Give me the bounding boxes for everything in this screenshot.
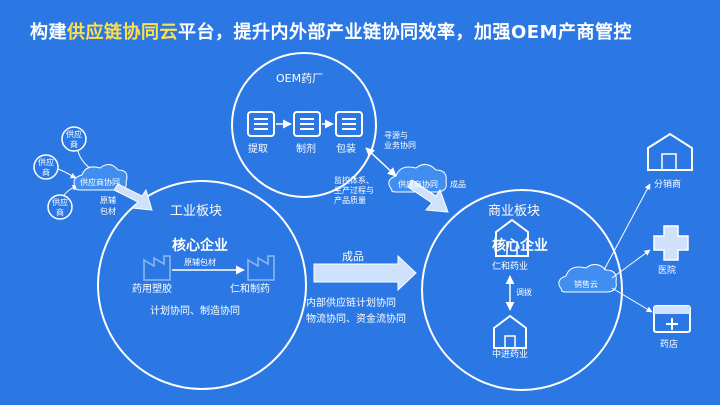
output-distributor-label: 分销商	[654, 180, 682, 190]
commercial-transfer: 调拨	[516, 288, 532, 297]
oem-step-icon-1	[247, 111, 275, 137]
industrial-right-company: 仁和制药	[230, 284, 270, 295]
oem-step-3: 包装	[336, 144, 356, 155]
industrial-to-commercial-arrow	[313, 254, 417, 292]
supplier-to-industrial-arrow	[113, 183, 153, 211]
material-flow-label: 原辅包材	[184, 258, 216, 267]
commercial-house-icon-top	[495, 218, 529, 257]
supplier-link-2	[57, 168, 77, 179]
supplier-node-2-label: 供应商	[38, 158, 54, 177]
commercial-core: 核心企业	[492, 238, 548, 254]
oem-finished-label: 成品	[450, 180, 466, 189]
material-label-2: 包材	[100, 207, 116, 216]
supplier-node-3	[47, 194, 73, 220]
factory-icon-right	[247, 255, 275, 281]
oem-step-1: 提取	[248, 144, 268, 155]
industrial-left-company: 药用塑胶	[132, 284, 172, 295]
title-suffix: 平台，提升内外部产业链协同效率，加强OEM产商管控	[178, 22, 633, 43]
commercial-circle	[421, 189, 623, 391]
page-title: 构建供应链协同云平台，提升内外部产业链协同效率，加强OEM产商管控	[30, 18, 720, 44]
supplier-node-1	[61, 126, 87, 152]
oem-supplier-double-arrow	[365, 147, 397, 177]
sales-cloud-icon	[558, 264, 617, 293]
oem-left-note-2: 生产过程与	[334, 186, 374, 195]
material-label-1: 原辅	[100, 196, 116, 205]
title-highlight: 供应链协同云	[67, 22, 178, 43]
supplier-node-1-label: 供应商	[66, 130, 82, 149]
oem-left-note-1: 监控体系、	[334, 176, 374, 185]
commercial-bottom-company: 中进药业	[492, 350, 529, 360]
industrial-circle	[97, 180, 307, 390]
oem-step-icon-3	[335, 111, 363, 137]
output-pharmacy-label: 药店	[660, 340, 679, 350]
commercial-label: 商业板块	[488, 204, 541, 219]
oem-step-2: 制剂	[296, 144, 316, 155]
industrial-core: 核心企业	[172, 238, 228, 254]
center-supplier-cloud-label: 供应商协同	[398, 180, 438, 189]
output-hospital-label: 医院	[658, 266, 677, 276]
commercial-top-company: 仁和药业	[492, 262, 529, 272]
center-supplier-cloud-icon	[388, 164, 447, 193]
oem-right-note-2: 业务协同	[384, 141, 416, 150]
oem-right-note-1: 寻源与	[384, 131, 408, 140]
house-icon	[647, 132, 693, 171]
sales-cloud-label: 销售云	[574, 280, 598, 289]
supplier-node-2	[33, 154, 59, 180]
industrial-collab: 计划协同、制造协同	[150, 306, 240, 317]
supplier-cloud-label: 供应商协同	[80, 178, 120, 187]
oem-left-note-3: 产品质量	[334, 196, 366, 205]
oem-circle	[231, 52, 377, 198]
oem-label: OEM药厂	[276, 72, 324, 85]
pharmacy-icon	[653, 305, 691, 333]
sales-to-pharmacy-line	[611, 287, 653, 313]
oem-step-icon-2	[293, 111, 321, 137]
supplier-node-3-label: 供应商	[52, 198, 68, 217]
sales-to-hospital-line	[611, 249, 651, 279]
supplier-cloud-icon	[73, 164, 128, 191]
hospital-cross-icon	[653, 225, 689, 261]
middle-line-1: 内部供应链计划协同	[306, 298, 396, 309]
industrial-label: 工业板块	[170, 204, 223, 219]
middle-line-2: 物流协同、资金流协同	[306, 314, 406, 325]
middle-arrow-label: 成品	[342, 250, 364, 263]
title-prefix: 构建	[30, 22, 67, 43]
sales-to-distributor-line	[603, 183, 651, 271]
oem-to-commercial-arrow	[407, 179, 449, 213]
commercial-house-icon-bottom	[493, 314, 527, 349]
factory-icon-left	[143, 255, 171, 281]
